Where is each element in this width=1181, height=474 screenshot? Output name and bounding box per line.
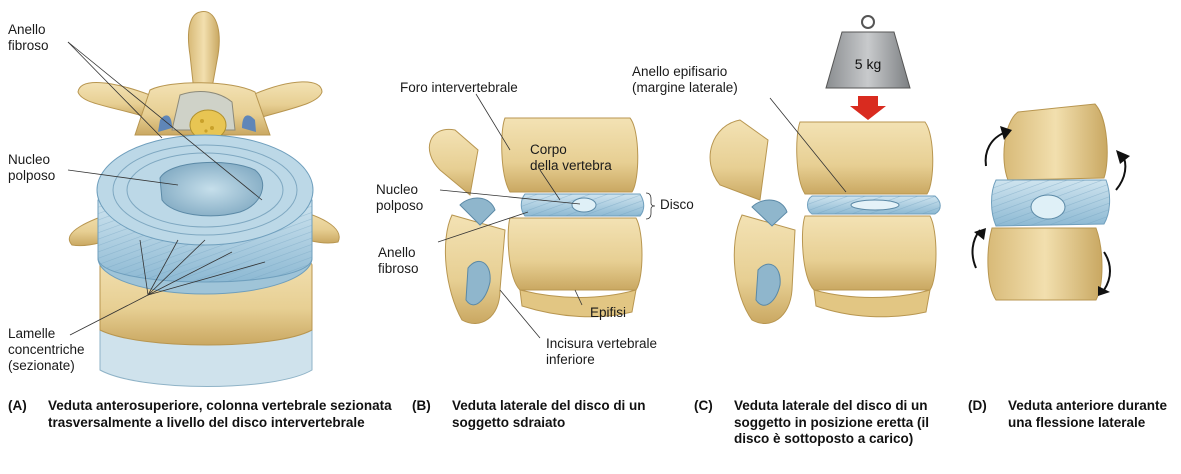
caption-b-letter: (B)	[412, 398, 431, 415]
caption-b: (B) Veduta laterale del disco di un sogg…	[412, 398, 682, 431]
label-incisura: Incisura vertebrale inferiore	[546, 336, 657, 368]
label-lamelle: Lamelle concentriche (sezionate)	[8, 326, 85, 374]
label-disco: Disco	[660, 197, 694, 213]
label-anello-fibroso-b: Anello fibroso	[378, 245, 419, 277]
caption-b-text: Veduta laterale del disco di un soggetto…	[452, 398, 682, 431]
caption-c-letter: (C)	[694, 398, 713, 415]
label-corpo-vertebra: Corpo della vertebra	[530, 142, 612, 174]
caption-d-text: Veduta anteriore durante una flessione l…	[1008, 398, 1174, 431]
label-nucleo-polposo-b: Nucleo polposo	[376, 182, 423, 214]
caption-d-letter: (D)	[968, 398, 987, 415]
caption-c: (C) Veduta laterale del disco di un sogg…	[694, 398, 944, 448]
caption-a-text: Veduta anterosuperiore, colonna vertebra…	[48, 398, 398, 431]
caption-c-text: Veduta laterale del disco di un soggetto…	[734, 398, 944, 448]
label-nucleo-polposo-a: Nucleo polposo	[8, 152, 55, 184]
label-anello-fibroso-a: Anello fibroso	[8, 22, 49, 54]
panel-d-spine	[973, 104, 1130, 300]
panel-a-vertebra	[69, 12, 339, 387]
label-foro-intervertebrale: Foro intervertebrale	[400, 80, 518, 96]
panel-c-spine	[710, 16, 940, 323]
caption-a-letter: (A)	[8, 398, 27, 415]
label-epifisi: Epifisi	[590, 305, 626, 321]
caption-a: (A) Veduta anterosuperiore, colonna vert…	[8, 398, 398, 431]
weight-label: 5 kg	[855, 56, 881, 72]
label-anello-epifisario: Anello epifisario (margine laterale)	[632, 64, 738, 96]
caption-d: (D) Veduta anteriore durante una flessio…	[968, 398, 1174, 431]
